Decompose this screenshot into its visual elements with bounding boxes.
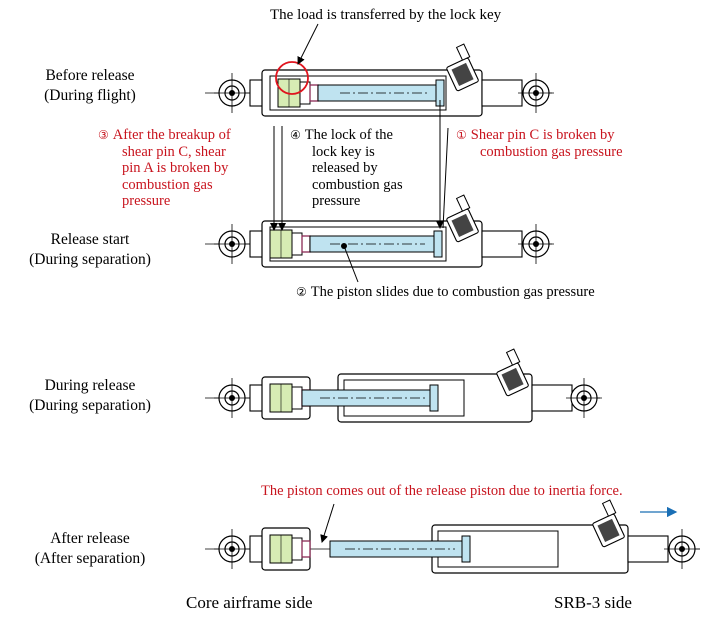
actuator-stage-4 [205,499,701,574]
note-4-line-1: The lock of the [304,127,393,143]
stage-1-title: Before release [45,67,135,84]
note-3-line-4: combustion gas [122,176,213,193]
note-3-line-5: pressure [122,193,171,209]
note-3-line-1: After the breakup of [112,127,231,143]
note-4-line-3: released by [312,160,378,176]
inertia-note: The piston comes out of the release pist… [261,483,623,499]
stage-1-label: Before release (During flight) [20,66,160,106]
actuator-stage-2 [205,194,555,268]
srb-3-side-label: SRB-3 side [554,593,632,612]
stage-2-label: Release start (During separation) [2,230,178,270]
note-4-line-5: pressure [312,193,361,209]
note-4-line-2: lock key is [312,143,375,160]
note-1-line-1: Shear pin C is broken by [470,127,615,143]
note-1-line-2: combustion gas pressure [480,143,623,160]
note-2-text: The piston slides due to combustion gas … [310,284,595,300]
actuator-stage-1 [205,43,555,117]
stage-4-subtitle: (After separation) [34,550,146,567]
stage-4-title: After release [50,530,130,547]
stage-3-title: During release [44,377,136,394]
core-airframe-side-label: Core airframe side [186,593,313,612]
note-4-number: ④ [290,128,301,142]
note-4-line-4: combustion gas [312,176,403,193]
stage-2-title: Release start [50,231,130,248]
top-caption: The load is transferred by the lock key [270,7,502,23]
note-2-number: ② [296,285,307,299]
note-1-number: ① [456,128,467,142]
stage-3-label: During release (During separation) [2,376,178,416]
leader-lines [270,23,449,543]
actuator-stage-3 [205,348,603,423]
stage-2-subtitle: (During separation) [29,251,151,268]
stage-3-subtitle: (During separation) [29,397,151,414]
stage-4-label: After release (After separation) [5,529,175,569]
stage-1-subtitle: (During flight) [44,87,136,104]
note-3-line-2: shear pin C, shear [122,143,226,160]
note-3-line-3: pin A is broken by [122,160,229,176]
note-3-number: ③ [98,128,109,142]
